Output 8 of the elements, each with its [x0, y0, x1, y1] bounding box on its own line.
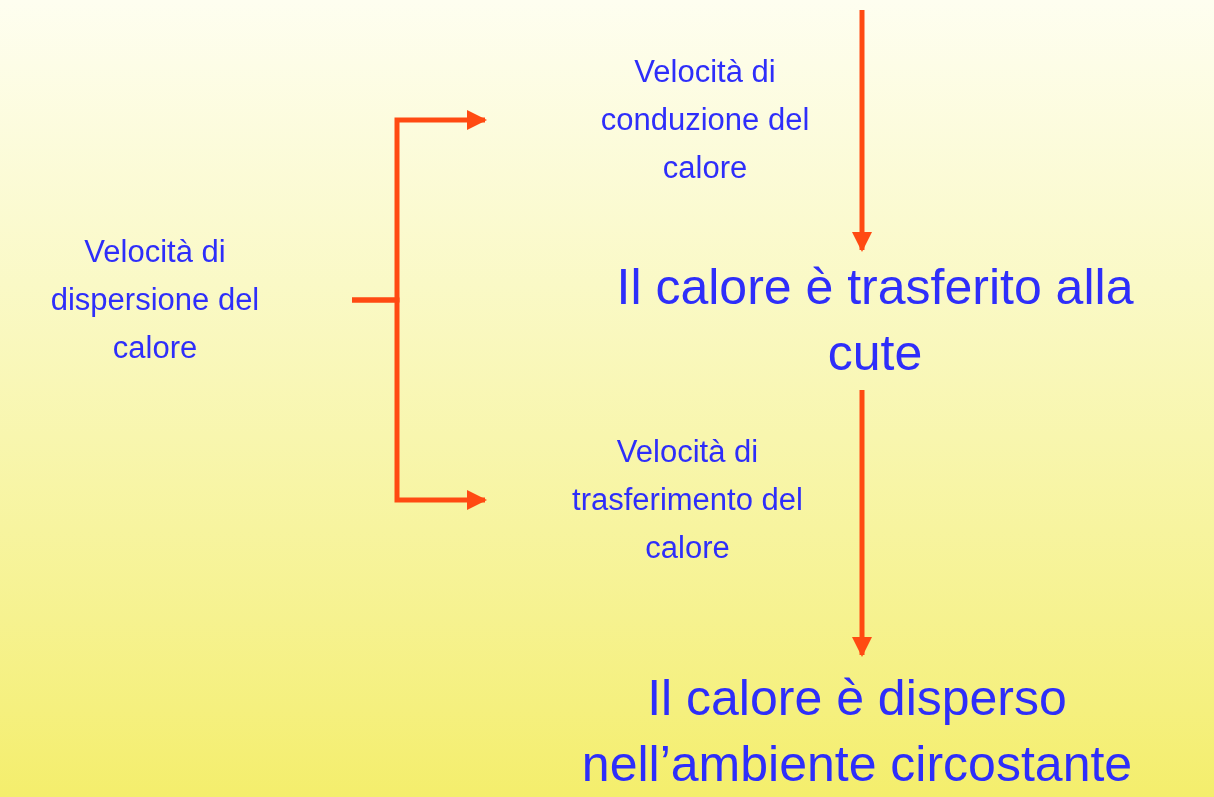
arrow	[852, 10, 872, 252]
node-label: Velocità di conduzione del calore	[599, 53, 811, 187]
statement-text: Il calore è trasferito alla cute	[615, 258, 1135, 383]
arrow	[852, 390, 872, 657]
node-label: Velocità di dispersione del calore	[49, 233, 261, 367]
arrow	[352, 297, 487, 510]
node-label: Velocità di trasferimento del calore	[571, 433, 804, 567]
statement-text: Il calore è disperso nell’ambiente circostante	[580, 669, 1134, 794]
